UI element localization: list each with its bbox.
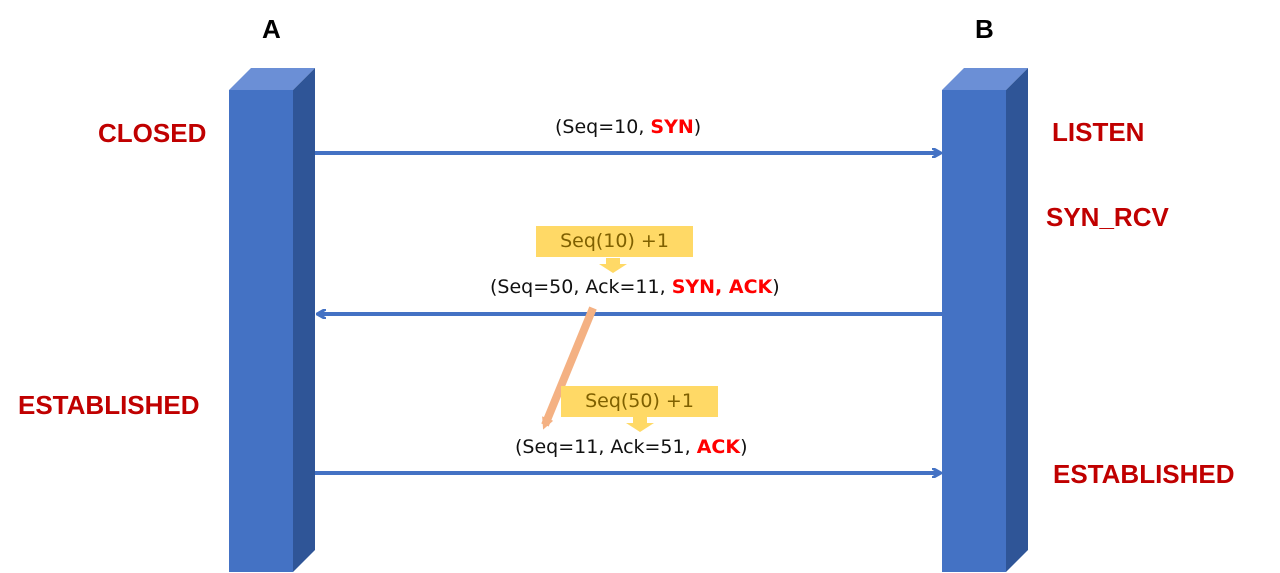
seq-increment-note-1: Seq(10) +1 — [536, 226, 693, 257]
seq-to-ack-arrow — [541, 306, 597, 430]
message-flags: SYN, ACK — [671, 276, 773, 298]
state-b-syn-rcv: SYN_RCV — [1046, 202, 1169, 232]
message-flags: ACK — [696, 436, 741, 458]
state-b-listen: LISTEN — [1052, 117, 1145, 147]
state-a-closed: CLOSED — [98, 118, 207, 148]
host-a-label: A — [262, 14, 281, 44]
host-b-timeline — [942, 68, 1028, 572]
syn-ack-message-label: (Seq=50, Ack=11, SYN, ACK) — [490, 276, 780, 298]
note-2-pointer — [626, 417, 654, 432]
syn-message-label: (Seq=10, SYN) — [555, 116, 701, 138]
message-flags: SYN — [650, 116, 694, 138]
message-text-end: ) — [740, 436, 748, 458]
message-text: (Seq=11, Ack=51, — [515, 436, 697, 458]
note-1-pointer — [599, 258, 627, 273]
message-text-end: ) — [772, 276, 780, 298]
ack-message-label: (Seq=11, Ack=51, ACK) — [515, 436, 747, 458]
state-a-established: ESTABLISHED — [18, 390, 200, 420]
message-text-end: ) — [693, 116, 702, 138]
message-text: (Seq=50, Ack=11, — [490, 276, 672, 298]
host-b-label: B — [975, 14, 994, 44]
message-text: (Seq=10, — [555, 116, 651, 138]
host-a-timeline — [229, 68, 315, 572]
seq-increment-note-2: Seq(50) +1 — [561, 386, 718, 417]
state-b-established: ESTABLISHED — [1053, 459, 1235, 489]
